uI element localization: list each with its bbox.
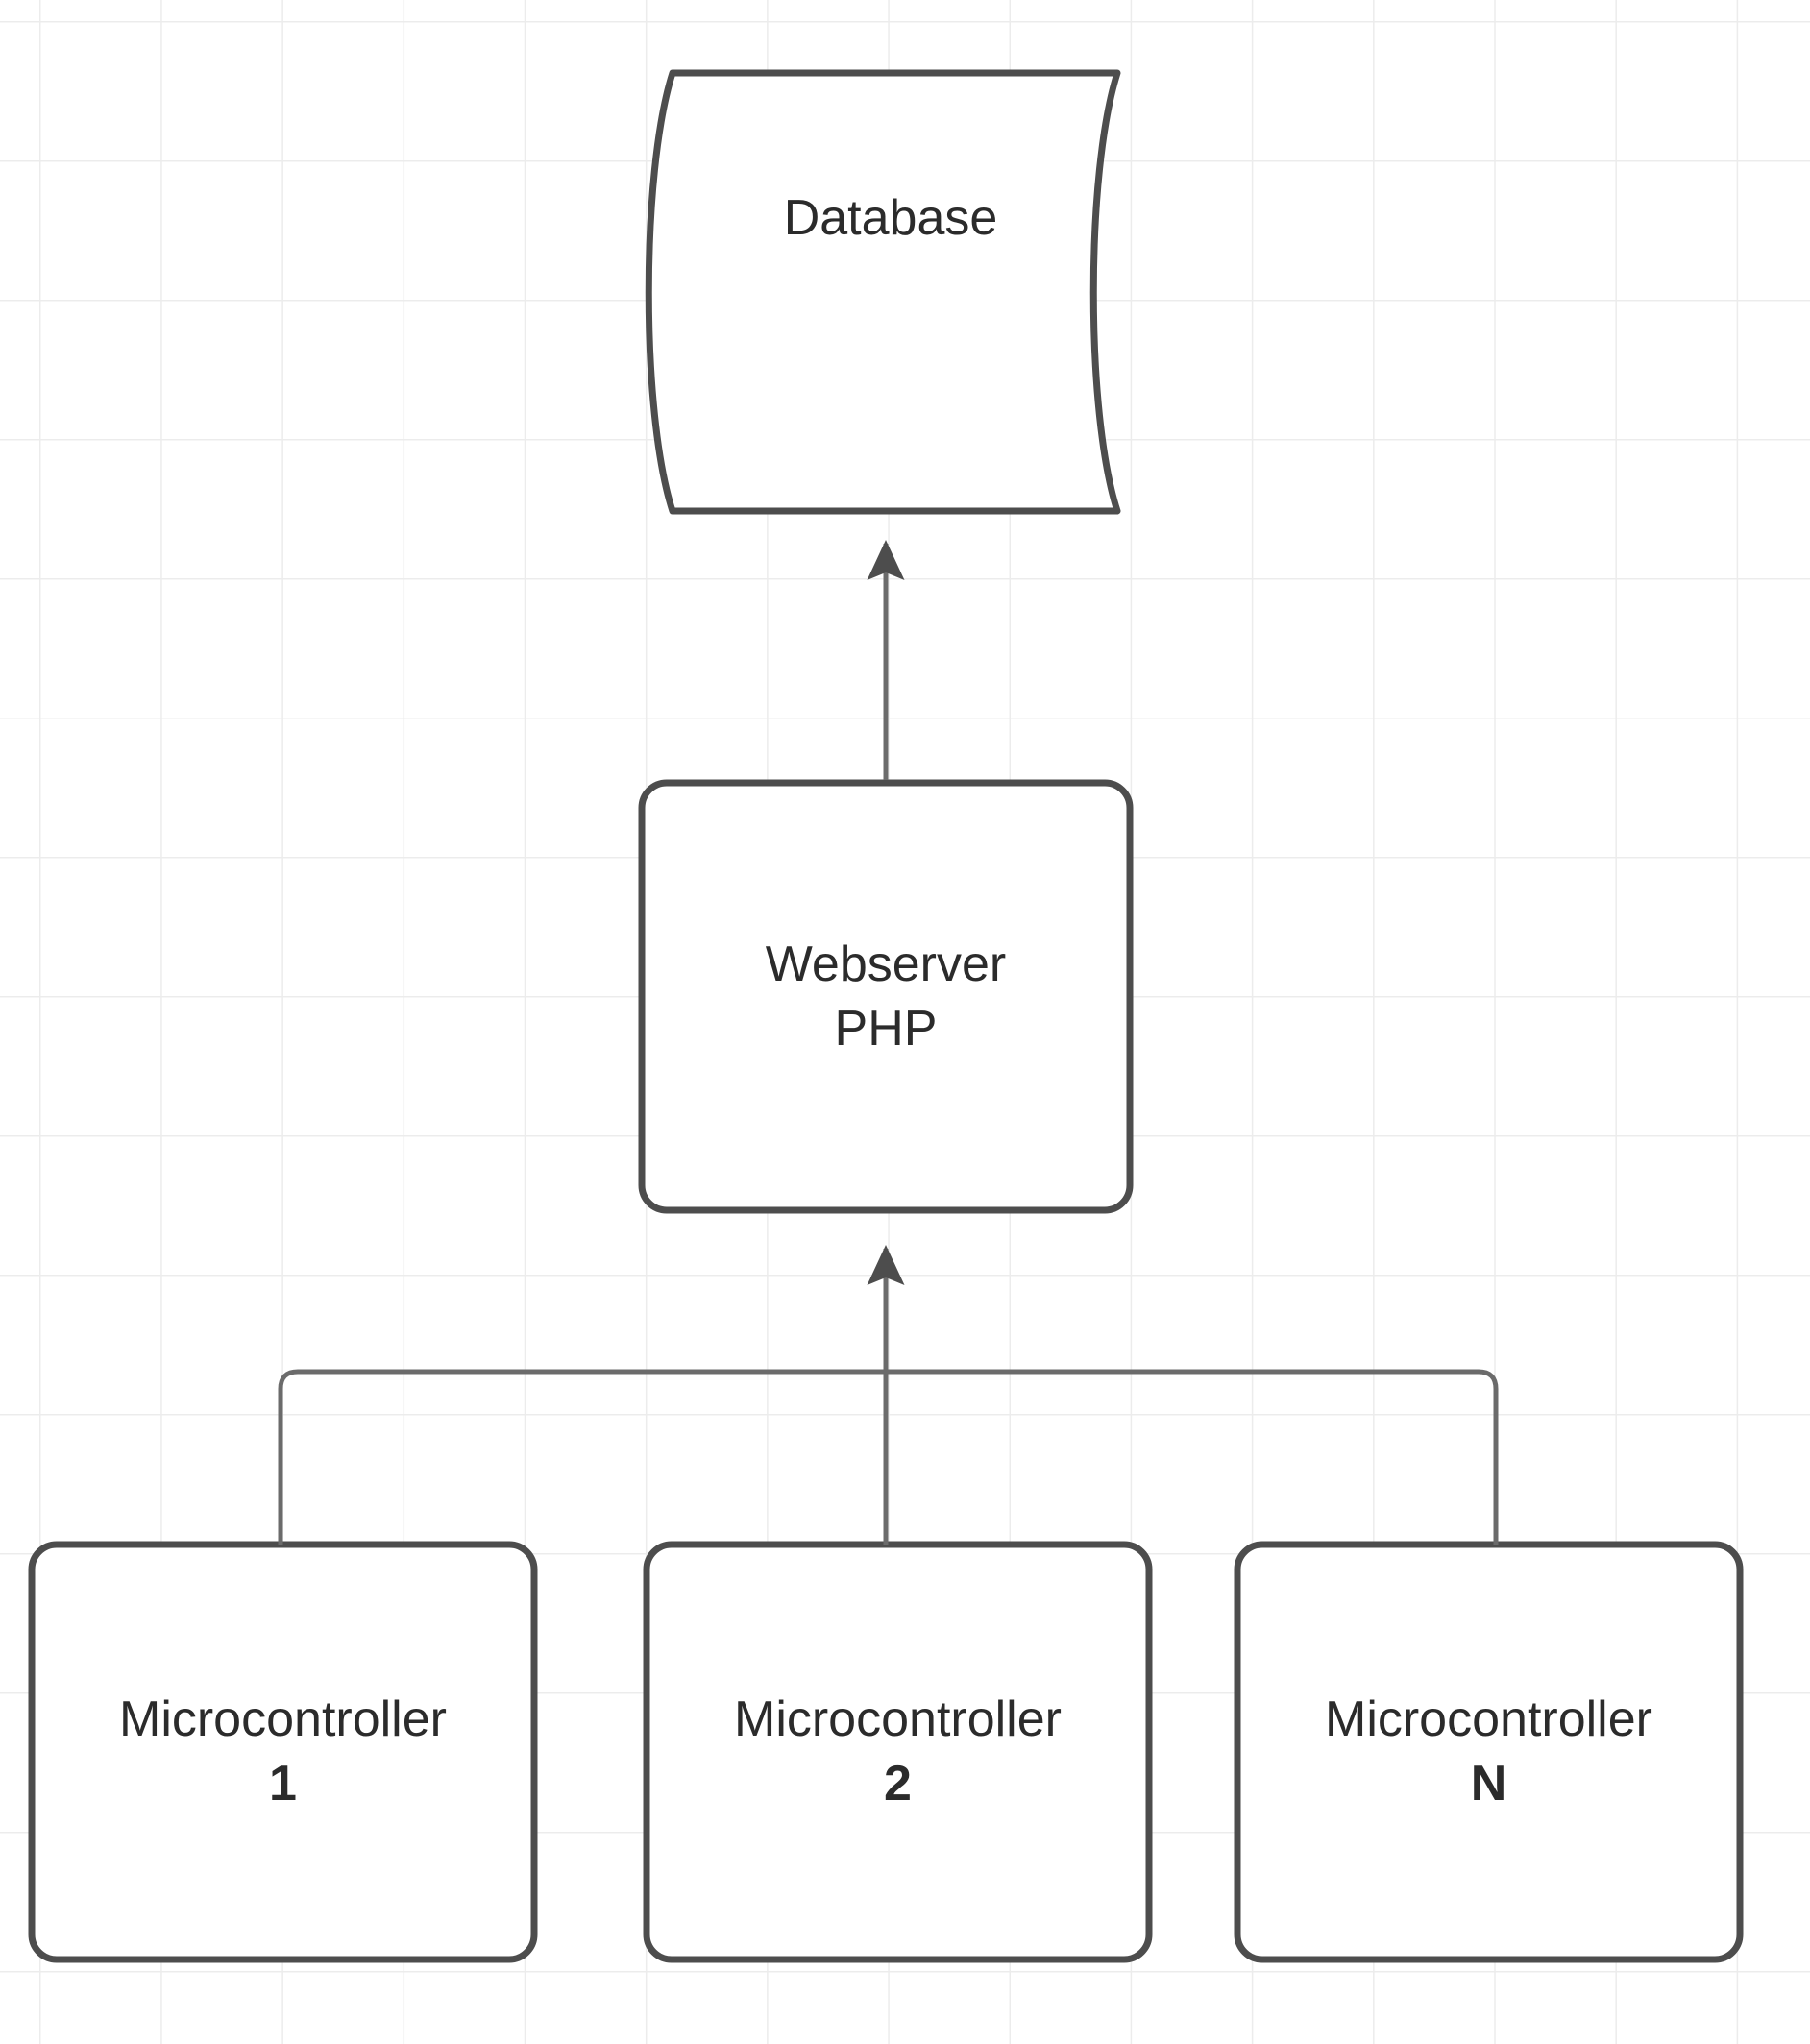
microcontroller-1-box[interactable] — [28, 1541, 538, 1963]
microcontroller-2-box[interactable] — [643, 1541, 1153, 1963]
webserver-box[interactable] — [638, 779, 1134, 1214]
microcontroller-n-box[interactable] — [1234, 1541, 1744, 1963]
database-shape[interactable] — [645, 69, 1121, 515]
